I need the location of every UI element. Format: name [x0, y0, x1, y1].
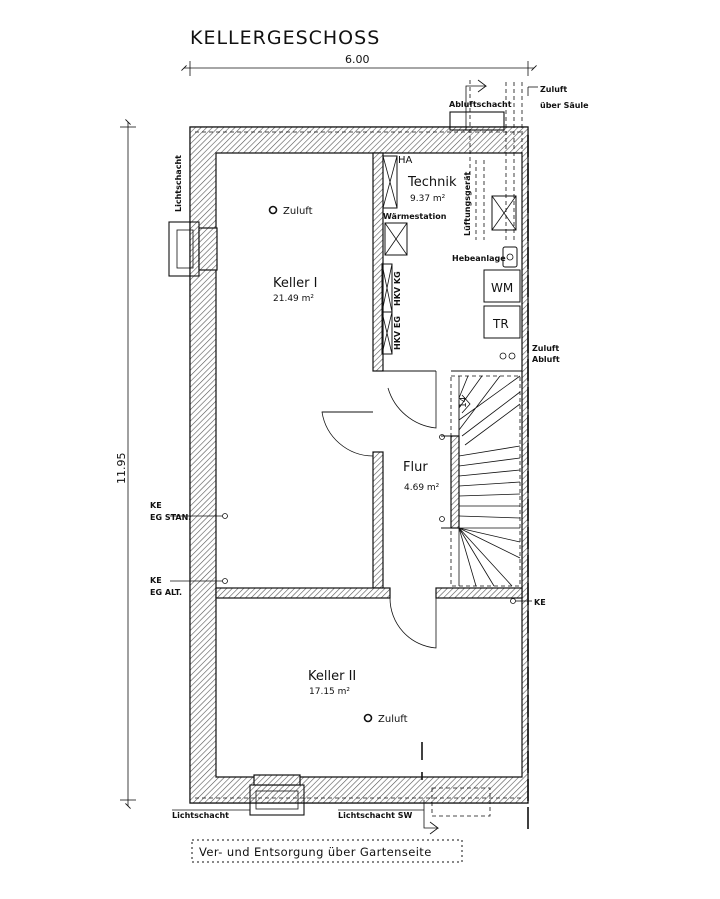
ke-alt-label-1: KE: [150, 576, 162, 585]
room-keller1: Zuluft Keller I 21.49 m²: [268, 205, 317, 304]
lichtschacht-left-label: Lichtschacht: [174, 155, 183, 212]
footer-label: Ver- und Entsorgung über Gartenseite: [199, 845, 432, 859]
flur-name: Flur: [403, 460, 428, 475]
zuluft-keller1: Zuluft: [283, 206, 313, 217]
flur-area: 4.69 m²: [404, 483, 440, 493]
plan-title: KELLERGESCHOSS: [190, 27, 380, 49]
zuluft-abluft-label-2: Abluft: [532, 355, 560, 364]
wm-label: WM: [491, 281, 513, 295]
keller2-name: Keller II: [308, 669, 356, 684]
footer-note: Ver- und Entsorgung über Gartenseite: [191, 839, 463, 863]
hebeanlage-label: Hebeanlage: [452, 254, 506, 263]
interior-walls: [215, 152, 523, 599]
technik-equipment: HA Wärmestation HKV KG HKV EG Lüftungsge…: [381, 155, 521, 360]
tr-label: TR: [492, 317, 509, 331]
ke-alt-label-2: EG ALT.: [150, 588, 182, 597]
ke-right-label: KE: [534, 598, 546, 607]
keller1-area: 21.49 m²: [273, 294, 314, 304]
height-dimension-label: 11.95: [115, 453, 128, 485]
zuluft-keller2: Zuluft: [378, 714, 408, 725]
room-keller2: Keller II 17.15 m² Zuluft: [308, 669, 408, 725]
hkv-kg-label: HKV KG: [393, 271, 402, 306]
technik-area: 9.37 m²: [410, 194, 446, 204]
ke-stan-label-1: KE: [150, 501, 162, 510]
ke-stan-label-2: EG STAN.: [150, 513, 191, 522]
zuluft-abluft-label-1: Zuluft: [532, 344, 559, 353]
abluftschacht-label: Abluftschacht: [449, 100, 512, 109]
width-dimension: 6.00: [181, 53, 537, 76]
waermestation-label: Wärmestation: [383, 212, 447, 221]
ha-label: HA: [398, 155, 413, 166]
zuluft-saeule-label-1: Zuluft: [540, 85, 567, 94]
abluftschacht: Abluftschacht: [449, 79, 512, 175]
doors: [321, 371, 437, 649]
width-dimension-label: 6.00: [345, 53, 370, 66]
lichtschacht-left: Lichtschacht: [168, 155, 218, 277]
stair-step-count: 14: [459, 396, 469, 408]
ke-markers: KE EG STAN. KE EG ALT. KE: [150, 434, 546, 607]
height-dimension: 11.95: [115, 119, 136, 809]
zuluft-saeule-label-2: über Säule: [540, 101, 589, 110]
lichtschacht-bottom: Lichtschacht Lichtschacht SW: [172, 742, 491, 835]
keller1-name: Keller I: [273, 276, 317, 291]
zuluft-saeule: Zuluft über Säule: [505, 82, 589, 240]
zuluft-abluft: Zuluft Abluft: [532, 344, 560, 364]
lichtschacht-bottom-label: Lichtschacht: [172, 811, 229, 820]
outer-walls: [189, 126, 529, 804]
room-technik: Technik 9.37 m²: [407, 175, 457, 204]
keller2-area: 17.15 m²: [309, 687, 350, 697]
staircase: 14: [450, 375, 521, 587]
lueftungsgeraet-label: Lüftungsgerät: [463, 172, 472, 236]
room-flur: Flur 4.69 m²: [403, 460, 440, 493]
lichtschacht-sw-label: Lichtschacht SW: [338, 811, 413, 820]
technik-name: Technik: [407, 175, 457, 190]
hkv-eg-label: HKV EG: [393, 316, 402, 350]
